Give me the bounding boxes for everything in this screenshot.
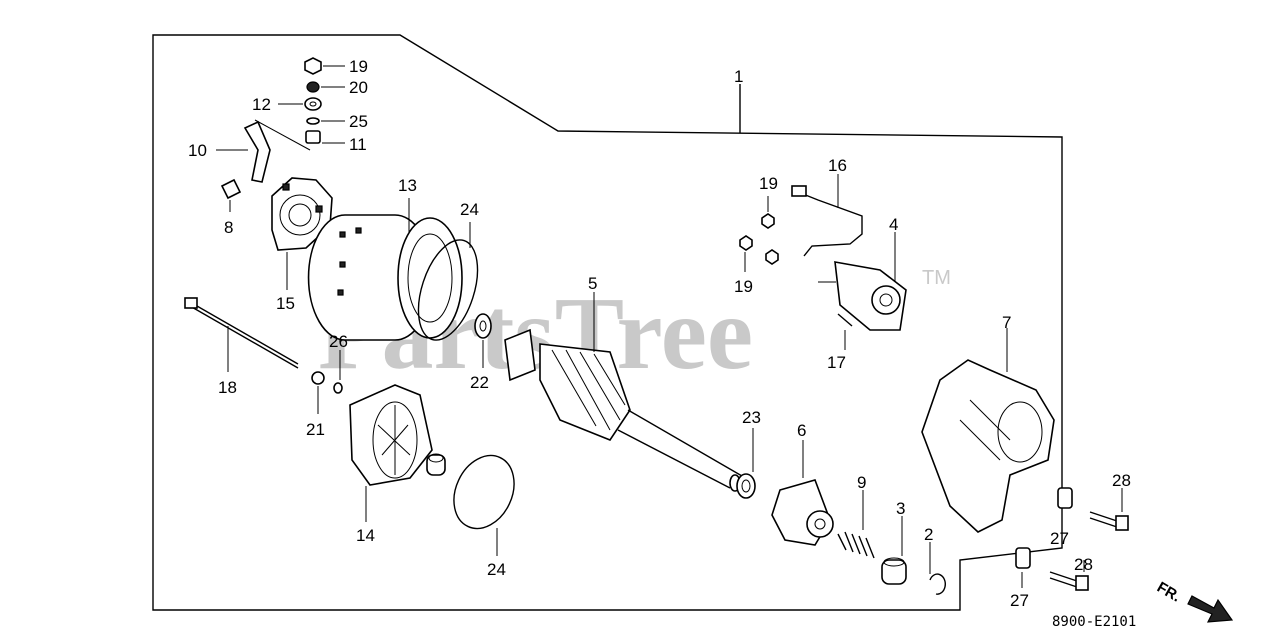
callout-11: 11	[349, 135, 367, 154]
armature	[504, 292, 743, 492]
callout-19-top: 19	[349, 57, 368, 76]
solenoid-nuts	[739, 196, 779, 272]
return-spring	[837, 490, 875, 559]
callout-1: 1	[734, 67, 743, 86]
callout-23: 23	[742, 408, 761, 427]
callout-4: 4	[889, 215, 898, 234]
front-direction-label: FR.	[1154, 579, 1183, 606]
callout-17: 17	[827, 353, 846, 372]
callout-21: 21	[306, 420, 325, 439]
motor-yoke	[307, 198, 463, 341]
rear-cover	[349, 384, 433, 522]
callout-15: 15	[276, 294, 295, 313]
callout-13: 13	[398, 176, 417, 195]
watermark-trademark: TM	[922, 267, 951, 289]
callout-6: 6	[797, 421, 806, 440]
solenoid-lead-wire	[791, 174, 863, 257]
front-direction-arrow	[1187, 595, 1234, 623]
callout-8: 8	[224, 218, 233, 237]
callout-26: 26	[329, 332, 348, 351]
assembly-boundary	[152, 34, 1063, 611]
callout-2: 2	[924, 525, 933, 544]
armature-washer	[736, 428, 756, 499]
o-ring-upper	[417, 222, 479, 341]
callout-3: 3	[896, 499, 905, 518]
rear-bushing	[426, 453, 446, 476]
callout-22: 22	[470, 373, 489, 392]
callout-14: 14	[356, 526, 375, 545]
snap-ring	[929, 542, 946, 595]
callout-9: 9	[857, 473, 866, 492]
bolt-washers	[311, 350, 343, 414]
callout-12: 12	[252, 95, 271, 114]
front-housing	[921, 328, 1055, 533]
callout-25: 25	[349, 112, 368, 131]
stop-collar	[881, 516, 907, 585]
nut-washer-stack	[278, 57, 345, 144]
callout-24-lower: 24	[487, 560, 506, 579]
callout-7: 7	[1002, 313, 1011, 332]
pinion-gear	[771, 440, 834, 546]
callout-labels: 1 2 3 4 5 6 7 8 9 10 11 12 13 14 15 16 1…	[188, 57, 1131, 610]
o-ring-lower	[453, 454, 515, 556]
callout-19-solenoid-lower: 19	[734, 277, 753, 296]
callout-27-lower: 27	[1010, 591, 1029, 610]
solenoid-bolt	[837, 313, 853, 350]
diagram-code: 8900-E2101	[1052, 614, 1136, 630]
housing-bolts	[1015, 487, 1129, 591]
callout-28-lower: 28	[1074, 555, 1093, 574]
front-direction-indicator: FR.	[1154, 579, 1234, 623]
callout-19-solenoid-upper: 19	[759, 174, 778, 193]
callout-16: 16	[828, 156, 847, 175]
thrust-washer	[474, 313, 492, 368]
through-bolt	[184, 297, 299, 372]
callout-18: 18	[218, 378, 237, 397]
callout-20: 20	[349, 78, 368, 97]
brush-holder-bracket	[216, 119, 311, 212]
callout-5: 5	[588, 274, 597, 293]
callout-27-upper: 27	[1050, 529, 1069, 548]
callout-28-upper: 28	[1112, 471, 1131, 490]
solenoid	[818, 232, 907, 331]
callout-10: 10	[188, 141, 207, 160]
callout-24-upper: 24	[460, 200, 479, 219]
